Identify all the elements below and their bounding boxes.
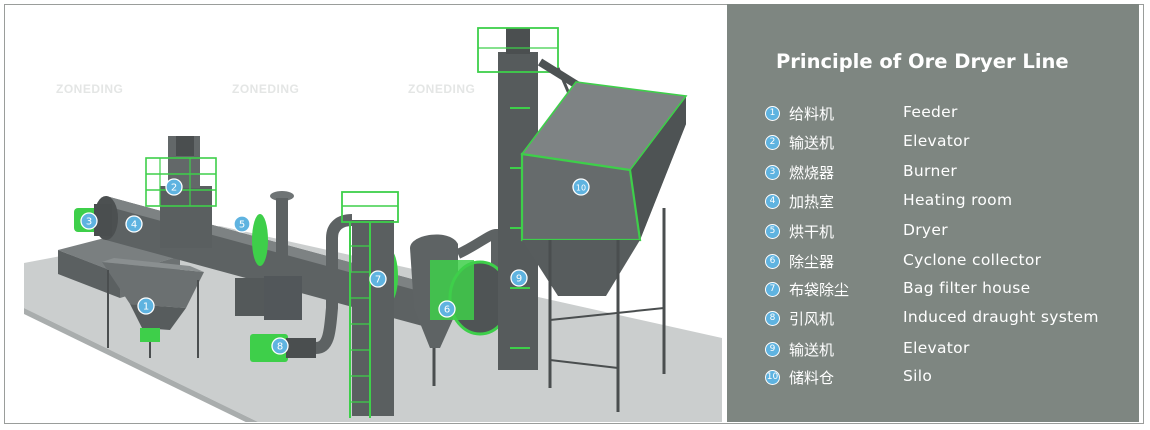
- legend-english-label: Heating room: [903, 191, 1013, 209]
- marker-circle: [233, 215, 251, 233]
- legend-chinese-label: 引风机: [789, 310, 835, 328]
- legend-number-badge: 4: [765, 194, 780, 209]
- legend-english-label: Feeder: [903, 103, 958, 121]
- marker-circle: [137, 297, 155, 315]
- watermark-text: ZONEDING: [56, 82, 124, 96]
- legend-number-badge: 10: [765, 370, 780, 385]
- legend-item: 4 加热室 Heating room: [765, 190, 1125, 214]
- marker-number: 7: [375, 275, 381, 286]
- legend-item: 8 引风机 Induced draught system: [765, 307, 1125, 331]
- marker-number: 8: [277, 342, 283, 353]
- legend-english-label: Bag filter house: [903, 279, 1031, 297]
- legend-number-badge: 9: [765, 342, 780, 357]
- component-marker: 6: [438, 300, 456, 318]
- marker-circle: [271, 337, 289, 355]
- marker-number: 3: [86, 217, 92, 228]
- component-marker: 7: [369, 270, 387, 288]
- panel-title: Principle of Ore Dryer Line: [776, 50, 1069, 73]
- legend-chinese-label: 烘干机: [789, 223, 835, 241]
- legend-english-label: Cyclone collector: [903, 251, 1042, 269]
- marker-circle: [80, 212, 98, 230]
- marker-circle: [369, 270, 387, 288]
- watermark-text: ZONEDING: [232, 82, 300, 96]
- marker-circle: [438, 300, 456, 318]
- feeder-hopper: [102, 258, 204, 358]
- legend-english-label: Induced draught system: [903, 308, 1099, 326]
- floor-edge: [24, 308, 258, 422]
- legend-item: 9 输送机 Elevator: [765, 338, 1125, 362]
- legend-english-label: Elevator: [903, 339, 970, 357]
- legend-item: 2 输送机 Elevator: [765, 131, 1125, 155]
- marker-circle: [165, 178, 183, 196]
- legend-english-label: Burner: [903, 162, 958, 180]
- marker-number: 2: [171, 183, 177, 194]
- component-marker: 10: [572, 178, 590, 196]
- component-marker: 9: [510, 269, 528, 287]
- component-marker: 3: [80, 212, 98, 230]
- marker-number: 6: [444, 305, 450, 316]
- legend-number-badge: 6: [765, 254, 780, 269]
- legend-item: 1 给料机 Feeder: [765, 102, 1125, 126]
- legend-item: 10 储料仓 Silo: [765, 366, 1125, 390]
- watermark-text: ZONEDING: [408, 82, 476, 96]
- marker-number: 4: [131, 220, 137, 231]
- component-marker: 1: [137, 297, 155, 315]
- marker-circle: [572, 178, 590, 196]
- legend-number-badge: 2: [765, 135, 780, 150]
- cyclone-collector: [410, 228, 512, 386]
- marker-group: 1 2 3 4 5 6 7 8 9 10: [80, 178, 590, 355]
- legend-item: 7 布袋除尘 Bag filter house: [765, 278, 1125, 302]
- legend-item: 3 燃烧器 Burner: [765, 161, 1125, 185]
- legend-english-label: Elevator: [903, 132, 970, 150]
- legend-item: 5 烘干机 Dryer: [765, 220, 1125, 244]
- component-marker: 2: [165, 178, 183, 196]
- component-marker: 4: [125, 215, 143, 233]
- ore-dryer-line-illustration: ZONEDING ZONEDING ZONEDING: [10, 8, 722, 422]
- chimney-stack: [264, 191, 302, 320]
- marker-number: 1: [143, 302, 149, 313]
- component-marker: 5: [233, 215, 251, 233]
- legend-english-label: Dryer: [903, 221, 948, 239]
- legend-chinese-label: 给料机: [789, 105, 835, 123]
- legend-chinese-label: 输送机: [789, 134, 835, 152]
- legend-number-badge: 8: [765, 311, 780, 326]
- bag-filter-house: [341, 191, 399, 418]
- heating-room-tower: [145, 136, 217, 248]
- component-marker: 8: [271, 337, 289, 355]
- legend-item: 6 除尘器 Cyclone collector: [765, 250, 1125, 274]
- legend-chinese-label: 储料仓: [789, 369, 835, 387]
- legend-chinese-label: 燃烧器: [789, 164, 835, 182]
- storage-silo: [520, 81, 688, 412]
- marker-circle: [125, 215, 143, 233]
- marker-number: 10: [576, 184, 586, 193]
- legend-chinese-label: 输送机: [789, 341, 835, 359]
- marker-circle: [510, 269, 528, 287]
- legend-number-badge: 1: [765, 106, 780, 121]
- plant-drawing: 1 2 3 4 5 6 7 8 9 10: [24, 27, 722, 422]
- legend-chinese-label: 除尘器: [789, 253, 835, 271]
- legend-number-badge: 7: [765, 282, 780, 297]
- legend-english-label: Silo: [903, 367, 933, 385]
- marker-number: 5: [239, 220, 245, 231]
- legend-number-badge: 5: [765, 224, 780, 239]
- legend-number-badge: 3: [765, 165, 780, 180]
- legend-chinese-label: 加热室: [789, 193, 835, 211]
- legend-chinese-label: 布袋除尘: [789, 281, 850, 299]
- marker-number: 9: [516, 274, 522, 285]
